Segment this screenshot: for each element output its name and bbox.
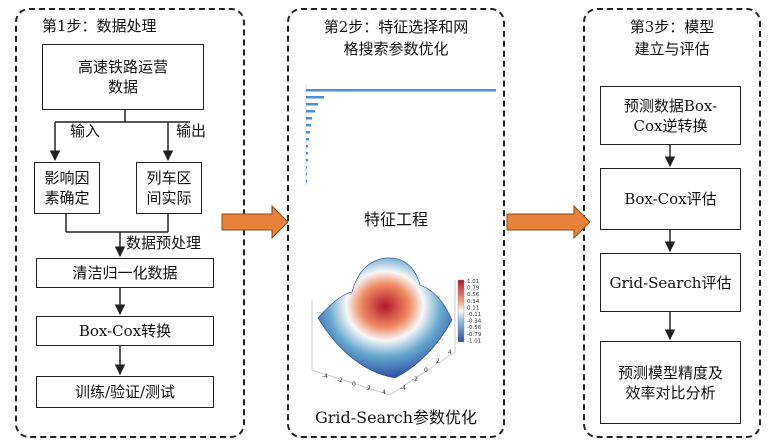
feature-bars — [306, 89, 496, 183]
factors-box: 影响因素确定 — [34, 162, 100, 214]
comparison-box: 预测模型精度及效率对比分析 — [600, 341, 741, 424]
input-label: 输入 — [70, 122, 101, 140]
gridsearch-eval-box: Grid-Search评估 — [600, 253, 741, 312]
step2-panel — [287, 8, 505, 438]
grid-search-label: Grid-Search参数优化 — [314, 408, 478, 427]
boxcox-eval-box: Box-Cox评估 — [600, 168, 741, 230]
output-label: 输出 — [176, 122, 207, 140]
clean-data-box: 清洁归一化数据 — [36, 258, 214, 288]
step2-title-line2: 格搜索参数优化 — [343, 40, 449, 58]
step3-title-line1: 第3步：模型 — [629, 18, 715, 36]
y-axis-tick: 4 — [448, 349, 452, 356]
feature-bar — [306, 152, 308, 155]
step1-title: 第1步：数据处理 — [42, 17, 157, 35]
colorbar-tick: -0.11 — [467, 312, 481, 318]
actual-box: 列车区间实际 — [136, 162, 202, 214]
feature-bar — [306, 96, 324, 99]
colorbar-tick: -0.79 — [467, 332, 482, 338]
colorbar-tick: 0.79 — [467, 286, 480, 292]
colorbar-tick: 1.01 — [467, 279, 479, 285]
step3-title-line2: 建立与评估 — [634, 40, 710, 58]
split-box: 训练/验证/测试 — [36, 376, 214, 408]
colorbar-tick: 0.56 — [467, 292, 480, 298]
feature-bar — [306, 159, 308, 162]
colorbar-tick: -1.01 — [467, 338, 481, 344]
feature-bar — [306, 173, 307, 176]
preprocess-label: 数据预处理 — [126, 234, 202, 252]
colorbar-tick: -0.34 — [467, 319, 482, 325]
x-axis-tick: -2 — [337, 377, 343, 384]
boxcox-transform-box: Box-Cox转换 — [36, 316, 214, 346]
feature-bar — [306, 89, 496, 92]
y-axis-tick: -4 — [400, 385, 406, 392]
y-axis-tick: -2 — [412, 376, 418, 383]
feature-bar — [306, 145, 308, 148]
source-data-box: 高速铁路运营数据 — [42, 44, 204, 110]
arrow-step2-to-step3 — [506, 204, 591, 240]
y-axis-tick: 2 — [436, 358, 440, 365]
feature-bar — [306, 180, 307, 183]
arrow-step1-to-step2 — [221, 204, 289, 240]
x-axis-tick: 4 — [382, 389, 386, 396]
feature-bar — [306, 117, 312, 120]
colorbar-tick: 0.34 — [467, 299, 480, 305]
feature-bar — [306, 131, 310, 134]
x-axis-tick: 2 — [367, 385, 371, 392]
step2-title-line1: 第2步：特征选择和网 — [323, 18, 469, 36]
feature-bar — [306, 103, 318, 106]
inverse-transform-box: 预测数据Box-Cox逆转换 — [600, 86, 741, 145]
feature-bar — [306, 110, 315, 113]
colorbar — [457, 279, 465, 343]
feature-bar — [306, 166, 307, 169]
feature-engineering-label: 特征工程 — [363, 210, 428, 229]
colorbar-tick: -0.56 — [467, 325, 482, 331]
x-axis-tick: 0 — [352, 381, 356, 388]
feature-bar — [306, 138, 309, 141]
x-axis-tick: -4 — [322, 373, 328, 380]
surface-body — [317, 257, 453, 379]
feature-bar — [306, 124, 311, 127]
y-axis-tick: 0 — [424, 367, 428, 374]
colorbar-tick: 0.11 — [467, 305, 479, 311]
